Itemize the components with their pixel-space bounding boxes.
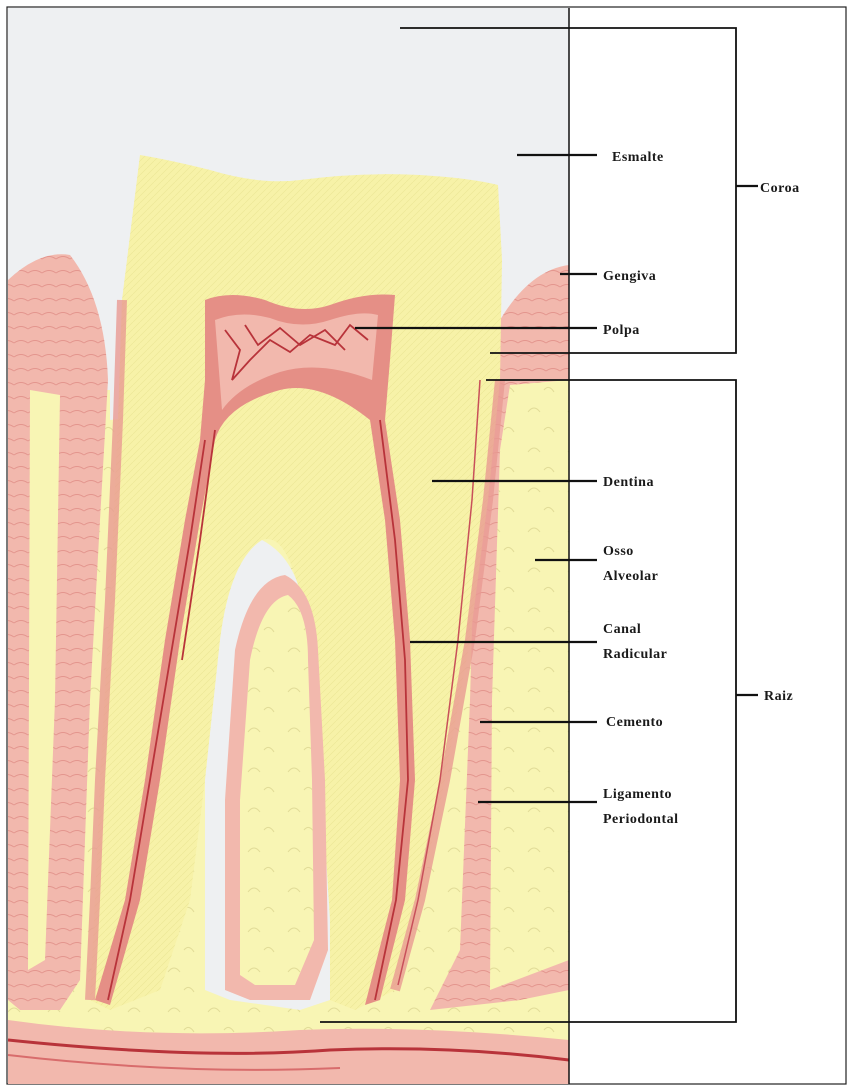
label-polpa: Polpa xyxy=(603,323,640,338)
label-dentina: Dentina xyxy=(603,475,654,490)
label-coroa: Coroa xyxy=(760,181,800,196)
label-canal-line2: Radicular xyxy=(603,647,667,662)
label-cemento: Cemento xyxy=(606,715,663,730)
label-raiz: Raiz xyxy=(764,689,793,704)
label-osso-line2: Alveolar xyxy=(603,569,658,584)
label-osso-line1: Osso xyxy=(603,544,634,559)
tooth-illustration xyxy=(8,8,569,1084)
label-canal-line1: Canal xyxy=(603,622,641,637)
label-ligamento-line1: Ligamento xyxy=(603,787,672,802)
label-ligamento-line2: Periodontal xyxy=(603,812,679,827)
label-gengiva: Gengiva xyxy=(603,269,656,284)
label-esmalte: Esmalte xyxy=(612,150,664,165)
